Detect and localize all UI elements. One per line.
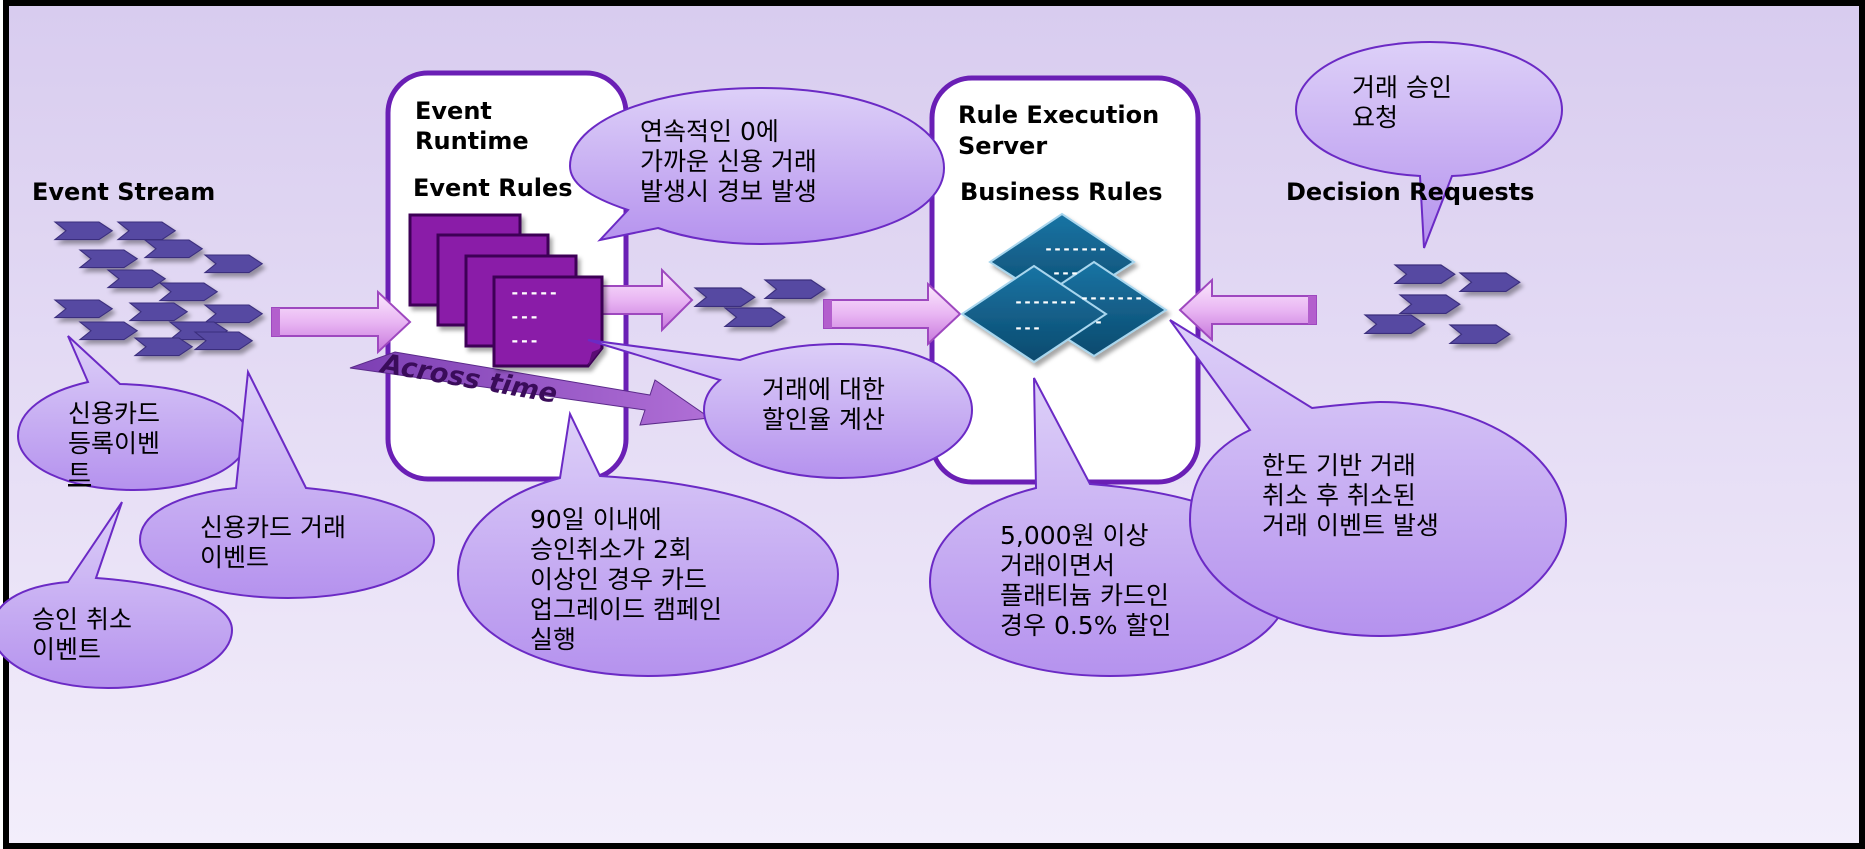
callout-upgrade-campaign: 90일 이내에 승인취소가 2회 이상인 경우 카드 업그레이드 캠페인 실행 (456, 410, 840, 678)
callout-limit-cancel-line-2: 취소 후 취소된 (1262, 481, 1416, 510)
callout-upgrade-campaign-line-2: 승인취소가 2회 (530, 535, 692, 564)
event-runtime-heading-line-2: Runtime (415, 127, 529, 155)
callout-upgrade-campaign-line-3: 이상인 경우 카드 (530, 565, 707, 594)
callout-limit-cancel: 한도 기반 거래 취소 후 취소된 거래 이벤트 발생 (1169, 319, 1568, 638)
callout-consecutive-alert: 연속적인 0에 가까운 신용 거래 발생시 경보 발생 (568, 86, 946, 246)
business-rule-back-line-1: ------- (1044, 240, 1107, 258)
callout-approval-cancel-line-2: 이벤트 (32, 635, 101, 664)
arrow-stream-to-runtime (271, 289, 412, 355)
callout-upgrade-campaign-line-4: 업그레이드 캠페인 (530, 595, 722, 624)
callout-limit-cancel-line-3: 거래 이벤트 발생 (1262, 511, 1439, 540)
business-rule-mid-line-1: ------- (1080, 289, 1143, 307)
callout-card-transaction: 신용카드 거래 이벤트 (138, 368, 436, 600)
callout-upgrade-campaign-line-5: 실행 (530, 625, 576, 654)
callout-approval-cancel: 승인 취소 이벤트 (0, 501, 234, 690)
callout-card-registration-line-2: 등록이벤 (68, 429, 160, 458)
callout-discount-calc-line-2: 할인율 계산 (762, 405, 885, 434)
callout-upgrade-campaign-line-1: 90일 이내에 (530, 505, 662, 534)
callout-platinum-discount: 5,000원 이상 거래이면서 플래티늄 카드인 경우 0.5% 할인 (928, 377, 1292, 678)
callout-approval-request-line-2: 요청 (1352, 103, 1398, 132)
callout-card-registration-line-3: 트 (68, 459, 91, 488)
business-rule-front-line-2: --- (1014, 319, 1041, 337)
callout-discount-calc-line-1: 거래에 대한 (762, 375, 885, 404)
callout-consecutive-alert-line-2: 가까운 신용 거래 (640, 147, 817, 176)
business-rule-front-line-1: ------- (1014, 293, 1077, 311)
callout-card-transaction-line-1: 신용카드 거래 (200, 513, 346, 542)
event-rules-heading: Event Rules (413, 174, 573, 202)
callout-approval-request-line-1: 거래 승인 (1352, 73, 1452, 102)
event-runtime-heading-line-1: Event (415, 97, 492, 125)
callout-platinum-discount-line-2: 거래이면서 (1000, 551, 1115, 580)
res-heading-line-1: Rule Execution (958, 101, 1159, 129)
callout-consecutive-alert-line-1: 연속적인 0에 (640, 117, 779, 146)
business-rule-mid-line-2: - (1094, 313, 1103, 331)
callout-platinum-discount-line-3: 플래티늄 카드인 (1000, 581, 1169, 610)
callout-platinum-discount-line-4: 경우 0.5% 할인 (1000, 611, 1171, 640)
decision-requests-heading: Decision Requests (1286, 178, 1534, 206)
arrow-to-res (823, 281, 962, 347)
callout-card-registration: 신용카드 등록이벤 트 (16, 335, 250, 492)
callout-approval-request: 거래 승인 요청 (1294, 40, 1564, 249)
callout-limit-cancel-line-1: 한도 기반 거래 (1262, 451, 1416, 480)
event-card-line-3: --- (510, 331, 539, 350)
callout-consecutive-alert-line-3: 발생시 경보 발생 (640, 177, 817, 206)
callout-platinum-discount-line-1: 5,000원 이상 (1000, 521, 1149, 550)
event-rules-stack: ----- --- --- (408, 213, 604, 368)
event-card-line-1: ----- (510, 283, 558, 302)
business-rules-stack: ------- --- ------- - ------- --- (960, 212, 1168, 364)
event-stream-heading: Event Stream (32, 178, 215, 206)
business-rules-heading: Business Rules (960, 178, 1163, 206)
callout-card-registration-line-1: 신용카드 (68, 399, 160, 428)
arrow-decision-to-res (1178, 277, 1317, 343)
business-rule-back-line-2: --- (1052, 264, 1079, 282)
callout-approval-cancel-line-1: 승인 취소 (32, 605, 132, 634)
event-card-line-2: --- (510, 307, 539, 326)
res-heading-line-2: Server (958, 132, 1047, 160)
callout-card-transaction-line-2: 이벤트 (200, 543, 269, 572)
callout-discount-calc: 거래에 대한 할인율 계산 (587, 339, 974, 480)
